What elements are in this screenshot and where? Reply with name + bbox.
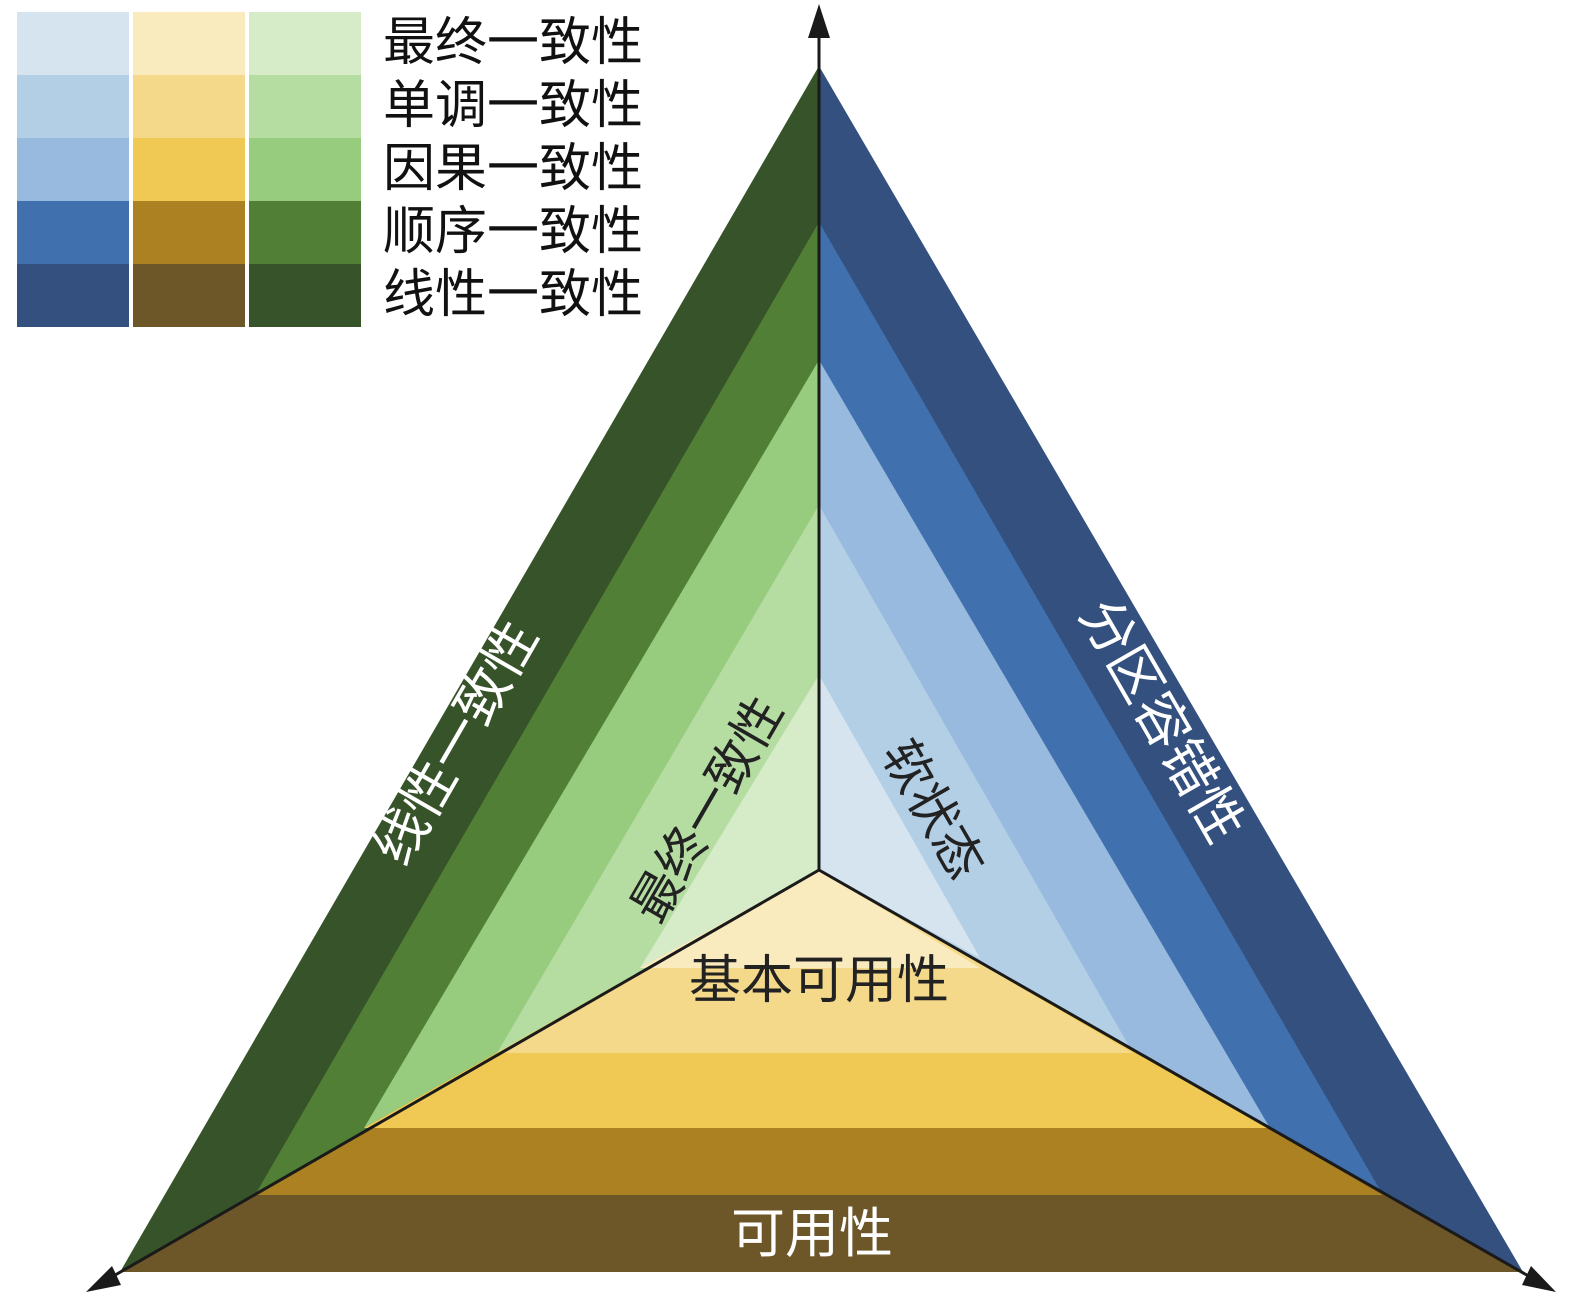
- label-basically-available-inner: 基本可用性: [689, 951, 949, 1011]
- arrow-left-icon: [86, 1266, 121, 1292]
- legend-swatch: [133, 12, 245, 75]
- legend-swatch: [249, 201, 361, 264]
- legend-swatch: [17, 201, 129, 264]
- legend-swatch: [17, 138, 129, 201]
- green-band-5: [640, 675, 819, 968]
- legend-swatch: [17, 75, 129, 138]
- legend-swatch: [133, 138, 245, 201]
- blue-band-2: [819, 222, 1383, 1195]
- legend-label: 顺序一致性: [383, 202, 643, 262]
- legend-label: 因果一致性: [383, 139, 643, 199]
- legend-swatch: [249, 12, 361, 75]
- legend-swatch: [133, 75, 245, 138]
- label-availability-side: 可用性: [731, 1202, 893, 1265]
- legend-swatch: [249, 138, 361, 201]
- axes: [86, 4, 1556, 1292]
- axis-left: [109, 868, 820, 1280]
- green-band-4: [497, 505, 819, 1053]
- arrow-right-icon: [1522, 1266, 1556, 1292]
- legend-swatch: [249, 264, 361, 327]
- legend-swatch: [249, 75, 361, 138]
- legend-label: 单调一致性: [383, 76, 643, 136]
- legend-label: 最终一致性: [383, 13, 643, 73]
- yellow-sector: [120, 870, 1523, 1272]
- axis-right: [818, 868, 1533, 1280]
- legend-swatch: [17, 12, 129, 75]
- blue-band-3: [819, 360, 1270, 1128]
- green-band-2: [255, 222, 819, 1195]
- blue-band-5: [819, 675, 980, 958]
- green-band-3: [364, 360, 819, 1128]
- arrow-top-icon: [808, 4, 830, 38]
- legend-swatch: [17, 264, 129, 327]
- legend-swatch: [133, 264, 245, 327]
- blue-band-4: [819, 505, 1133, 1053]
- legend-swatch: [133, 201, 245, 264]
- legend-label: 线性一致性: [383, 265, 643, 325]
- yellow-band-5: [640, 870, 980, 968]
